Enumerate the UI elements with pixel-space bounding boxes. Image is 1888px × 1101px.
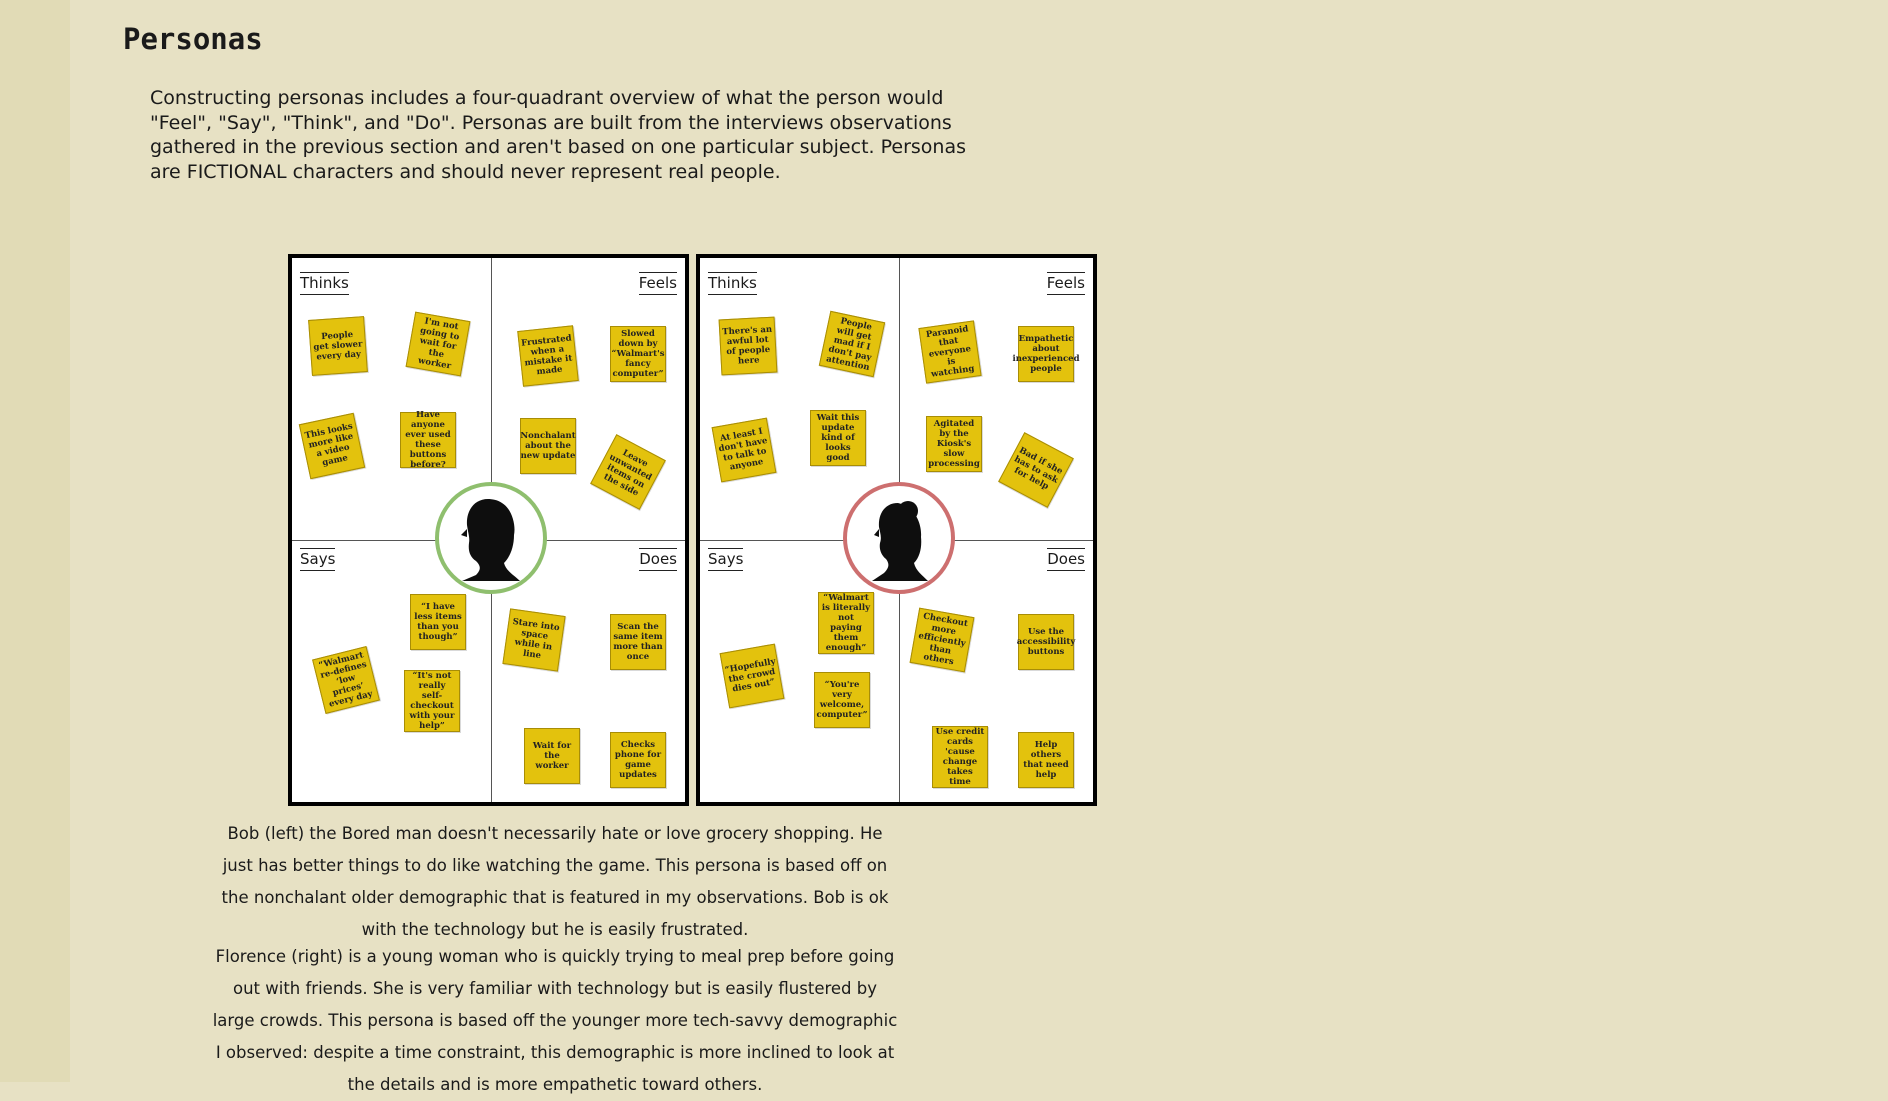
quadrant-label-feels: Feels bbox=[1046, 272, 1085, 295]
sticky-note: Use the accessibility buttons bbox=[1017, 614, 1075, 670]
sticky-note: Have anyone ever used these buttons befo… bbox=[400, 410, 456, 470]
sticky-note: “It's not really self-checkout with your… bbox=[404, 670, 460, 732]
sticky-note: People get slower every day bbox=[308, 316, 368, 376]
sticky-note: People will get mad if I don't pay atten… bbox=[818, 310, 886, 378]
sticky-note: Wait this update kind of looks good bbox=[810, 410, 866, 466]
persona-avatar-bob bbox=[435, 482, 547, 594]
caption-bob: Bob (left) the Bored man doesn't necessa… bbox=[221, 824, 889, 939]
intro-paragraph: Constructing personas includes a four-qu… bbox=[150, 87, 966, 183]
quadrant-label-thinks: Thinks bbox=[300, 272, 349, 295]
sticky-note: Stare into space while in line bbox=[502, 608, 566, 672]
sticky-note: Leave unwanted items on the side bbox=[590, 434, 666, 510]
sticky-note: Slowed down by “Walmart's fancy computer… bbox=[610, 326, 666, 382]
sticky-note: At least I don't have to talk to anyone bbox=[711, 417, 777, 483]
male-silhouette-icon bbox=[461, 499, 520, 581]
sticky-note: Use credit cards 'cause change takes tim… bbox=[932, 726, 988, 788]
sticky-note: “Walmart is literally not paying them en… bbox=[818, 592, 874, 654]
quadrant-label-says: Says bbox=[300, 548, 336, 571]
sticky-note: Agitated by the Kiosk's slow processing bbox=[926, 416, 982, 472]
sticky-note: Empathetic about inexperienced people bbox=[1012, 326, 1080, 382]
sticky-note: Nonchalant about the new update bbox=[520, 418, 576, 474]
sticky-note: “I have less items than you though” bbox=[410, 594, 466, 650]
sticky-note: Scan the same item more than once bbox=[610, 614, 666, 670]
quadrant-label-does: Does bbox=[639, 548, 677, 571]
page-content: Personas Constructing personas includes … bbox=[70, 0, 1888, 1094]
sticky-note: This looks more like a video game bbox=[298, 412, 366, 480]
sticky-note: “Walmart re-defines ‘low prices’ every d… bbox=[312, 646, 380, 714]
page-title: Personas bbox=[123, 22, 263, 56]
sticky-note: Paranoid that everyone is watching bbox=[918, 320, 982, 384]
persona-board-florence: Thinks Feels Says Does There's an awful … bbox=[696, 254, 1097, 806]
sticky-note: Checkout more efficiently than others bbox=[909, 607, 975, 673]
persona-avatar-florence bbox=[843, 482, 955, 594]
quadrant-label-does: Does bbox=[1047, 548, 1085, 571]
sticky-note: “Hopefully the crowd dies out” bbox=[719, 643, 785, 709]
sticky-note: Help others that need help bbox=[1018, 732, 1074, 788]
sticky-note: Wait for the worker bbox=[524, 728, 580, 784]
sticky-note: “You're very welcome, computer” bbox=[814, 672, 870, 728]
sticky-note: Frustrated when a mistake it made bbox=[517, 325, 579, 387]
persona-board-bob: Thinks Feels Says Does People get slower… bbox=[288, 254, 689, 806]
caption-florence: Florence (right) is a young woman who is… bbox=[212, 947, 898, 1094]
sticky-note: I'm not going to wait for the worker bbox=[405, 311, 471, 377]
left-margin-strip bbox=[0, 0, 70, 1082]
quadrant-label-thinks: Thinks bbox=[708, 272, 757, 295]
sticky-note: There's an awful lot of people here bbox=[718, 316, 778, 376]
female-silhouette-icon bbox=[872, 501, 928, 581]
sticky-note: Checks phone for game updates bbox=[610, 732, 666, 788]
quadrant-label-feels: Feels bbox=[638, 272, 677, 295]
sticky-note: Bad if she has to ask for help bbox=[998, 432, 1074, 508]
quadrant-label-says: Says bbox=[708, 548, 744, 571]
